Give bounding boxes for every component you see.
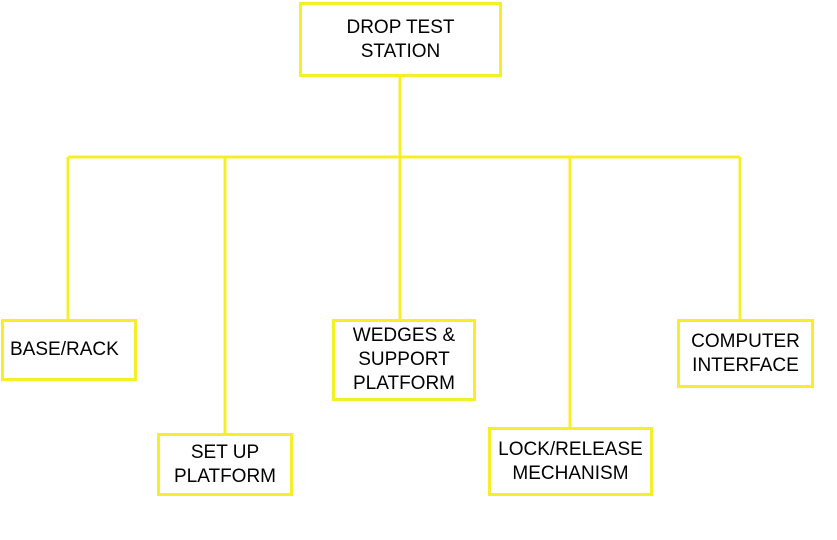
child-node-lock-release-mechanism: LOCK/RELEASE MECHANISM (488, 427, 653, 496)
child-node-set-up-platform: SET UP PLATFORM (157, 433, 293, 496)
child-node-wedges-support-platform: WEDGES & SUPPORT PLATFORM (332, 319, 476, 401)
child-node-computer-interface: COMPUTER INTERFACE (677, 319, 814, 388)
root-node-drop-test-station: DROP TEST STATION (299, 2, 502, 77)
child-node-base-rack: BASE/RACK (1, 319, 137, 381)
